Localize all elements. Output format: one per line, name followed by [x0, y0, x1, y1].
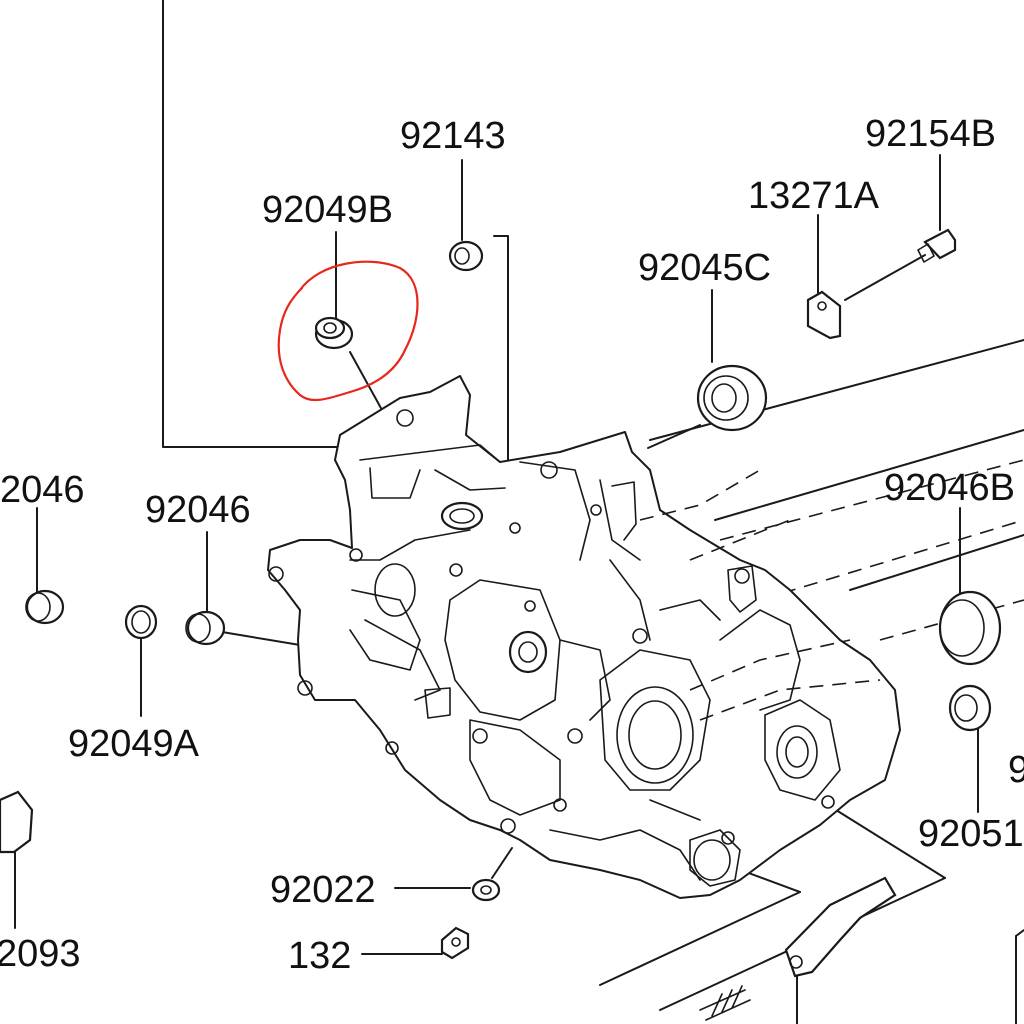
- part-13271A: [806, 290, 842, 340]
- label-92049A: 92049A: [68, 723, 200, 765]
- label-92049B: 92049B: [262, 189, 393, 231]
- label-92022: 92022: [270, 869, 376, 911]
- crankcase-body: [267, 375, 901, 899]
- part-92049A: [124, 604, 158, 640]
- label-9: 9: [1008, 749, 1024, 791]
- label-2046: 2046: [0, 469, 85, 511]
- label-92143: 92143: [400, 115, 506, 157]
- part-2093: [0, 790, 34, 854]
- part-92046: [185, 610, 226, 646]
- part-92051: [948, 684, 992, 732]
- part-92049B: [314, 316, 354, 350]
- label-92045C: 92045C: [638, 247, 771, 289]
- shift-lever: [699, 876, 897, 1021]
- label-13271A: 13271A: [748, 175, 880, 217]
- label-92046B: 92046B: [884, 467, 1015, 509]
- label-2093: 2093: [0, 933, 81, 975]
- part-92154B: [917, 228, 957, 263]
- label-92046: 92046: [145, 489, 251, 531]
- part-92022: [471, 878, 501, 902]
- label-92051: 92051: [918, 813, 1024, 855]
- part-92046B: [938, 590, 1002, 666]
- part-132: [440, 926, 470, 960]
- part-labels: 92143 92154B 92049B 13271A 92045C 2046 9…: [0, 113, 1024, 977]
- label-92154B: 92154B: [865, 113, 996, 155]
- part-2046: [25, 589, 65, 625]
- part-92045C: [696, 364, 768, 432]
- annotation-circle: [277, 260, 419, 402]
- part-92143: [448, 240, 484, 272]
- label-132: 132: [288, 935, 351, 977]
